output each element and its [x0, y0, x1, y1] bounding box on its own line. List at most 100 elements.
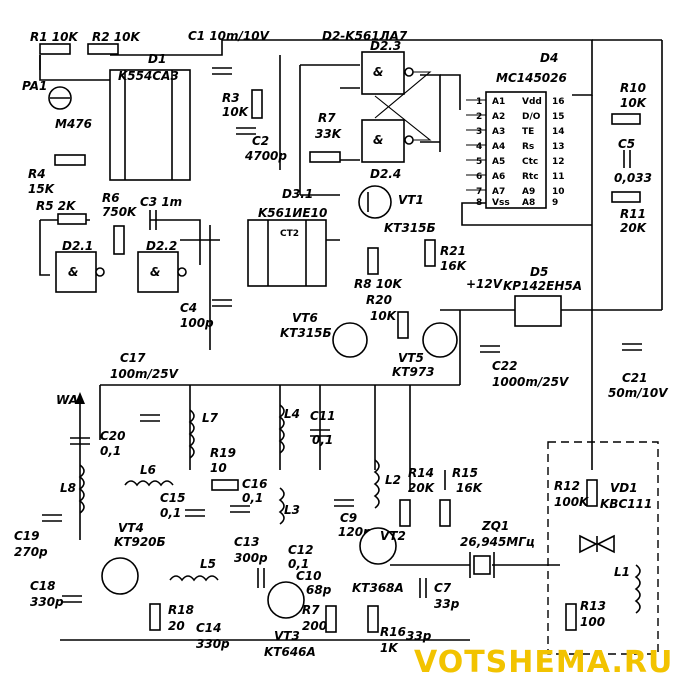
c5-label: C5 — [618, 137, 635, 151]
pin-a5: A5 — [492, 157, 505, 167]
r7b-label: R7 — [302, 603, 320, 617]
vt2-transistor — [359, 527, 397, 565]
r21-value: 16K — [440, 259, 468, 273]
vd1-varicap — [579, 534, 615, 554]
pin-a2: A2 — [492, 112, 505, 122]
d4-encoder — [485, 91, 547, 209]
d1-type: K554CA3 — [118, 69, 179, 83]
c7-label: C7 — [434, 581, 452, 595]
l5-inductor — [169, 575, 219, 582]
d2-2-and: & — [150, 265, 160, 279]
vt5-transistor — [422, 322, 458, 358]
r15-value: 16K — [456, 481, 484, 495]
c16-label: C16 — [242, 477, 268, 491]
c21-value: 50m/10V — [608, 386, 669, 400]
d2-3-and: & — [373, 65, 383, 79]
svg-text:9: 9 — [552, 198, 558, 208]
r20-value: 10K — [370, 309, 398, 323]
svg-text:1: 1 — [476, 97, 482, 107]
pin-a8: A8 — [522, 198, 535, 208]
c20-capacitor — [70, 437, 90, 445]
vt4-type: KT920Б — [114, 535, 166, 549]
r18-value: 20 — [168, 619, 185, 633]
c3-label: C3 1m — [140, 195, 182, 209]
d1-label: D1 — [148, 52, 166, 66]
r7-label: R7 — [318, 111, 336, 125]
svg-text:6: 6 — [476, 172, 482, 182]
vd1-type: KBC111 — [600, 497, 652, 511]
svg-text:4: 4 — [476, 142, 482, 152]
c11-label: C11 — [310, 409, 336, 423]
l1-label: L1 — [614, 565, 630, 579]
l8-inductor — [78, 464, 85, 514]
svg-text:10: 10 — [552, 187, 565, 197]
antenna-label: WA — [56, 393, 78, 407]
r14-resistor — [399, 499, 411, 527]
r5-label: R5 2K — [36, 199, 77, 213]
c21-label: C21 — [622, 371, 648, 385]
r10-label: R10 — [620, 81, 646, 95]
r4-label: R4 — [28, 167, 46, 181]
c4-capacitor — [212, 299, 232, 307]
c2-capacitor — [236, 127, 256, 135]
zq1-freq: 26,945МГц — [460, 535, 535, 549]
l1-inductor — [634, 564, 641, 614]
c1-label: C1 10m/10V — [188, 29, 271, 43]
svg-text:7: 7 — [476, 187, 482, 197]
r16-label: R16 — [380, 625, 406, 639]
c20-value: 0,1 — [100, 444, 121, 458]
vt2-label: VT2 — [380, 529, 406, 543]
svg-text:11: 11 — [552, 172, 565, 182]
r16-resistor — [367, 605, 379, 633]
watermark-logo: VOTSHEMA.RU — [414, 645, 673, 680]
d2-4-and: & — [373, 133, 383, 147]
c5-capacitor — [623, 150, 631, 168]
c17-capacitor — [140, 414, 160, 422]
c20-label: C20 — [100, 429, 126, 443]
r11-value: 20K — [620, 221, 648, 235]
l3-inductor — [278, 487, 285, 525]
r1-resistor — [39, 43, 71, 55]
vd1-label: VD1 — [610, 481, 638, 495]
c22-capacitor — [480, 345, 500, 353]
r19-value: 10 — [210, 461, 227, 475]
pin-a9: A9 — [522, 187, 535, 197]
d3-counter — [247, 219, 327, 287]
l7-inductor — [188, 409, 195, 459]
svg-text:16: 16 — [552, 97, 565, 107]
c10-value: 68p — [306, 583, 332, 597]
r13-resistor — [565, 603, 577, 631]
l2-inductor — [373, 459, 380, 509]
c18-value: 330p — [30, 595, 64, 609]
vt6-label: VT6 — [292, 311, 318, 325]
d2-2-label: D2.2 — [146, 239, 177, 253]
svg-text:13: 13 — [552, 142, 565, 152]
c7-value: 33p — [434, 597, 460, 611]
c12-label: C12 — [288, 543, 314, 557]
c9-label: C9 — [340, 511, 357, 525]
l4-label: L4 — [284, 407, 300, 421]
antenna-icon — [75, 392, 85, 460]
pin-ctc: Ctc — [522, 157, 538, 167]
r6-value: 750K — [102, 205, 138, 219]
d3-label: D3.1 — [282, 187, 313, 201]
varicap-frame — [547, 441, 659, 655]
r18-resistor — [149, 603, 161, 631]
c9-capacitor — [334, 499, 354, 507]
vt2-type: KT368A — [352, 581, 404, 595]
l8-label: L8 — [60, 481, 76, 495]
r7b-value: 200 — [302, 619, 327, 633]
d4-type: MC145026 — [496, 71, 567, 85]
c22-label: C22 — [492, 359, 518, 373]
r10-value: 10K — [620, 96, 648, 110]
r6-label: R6 — [102, 191, 120, 205]
l6-label: L6 — [140, 463, 156, 477]
zq1-label: ZQ1 — [481, 519, 509, 533]
l4-inductor — [278, 404, 285, 454]
c14-value: 330p — [196, 637, 230, 651]
pin-a3: A3 — [492, 127, 505, 137]
r7-resistor — [309, 151, 341, 163]
pin-rtc: Rtc — [522, 172, 539, 182]
